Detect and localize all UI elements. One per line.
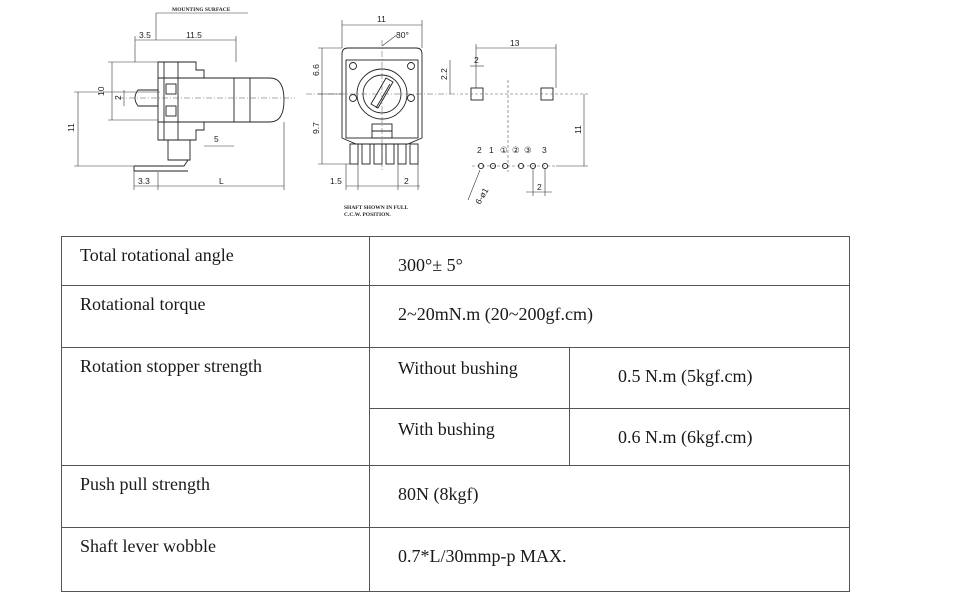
table-row: Shaft lever wobble 0.7*L/30mmp-p MAX. xyxy=(61,527,850,592)
row-value-total-rotational-angle: 300°± 5° xyxy=(369,236,850,286)
sub-value-without-bushing: 0.5 N.m (5kgf.cm) xyxy=(569,347,850,409)
row-value-shaft-lever-wobble: 0.7*L/30mmp-p MAX. xyxy=(369,527,850,592)
mounting-surface-label: MOUNTING SURFACE xyxy=(172,7,231,13)
pcb-layout: 13 2 2.2 11 2 1 ① ② ③ 3 6-ø1 xyxy=(439,38,590,206)
table-row: Rotation stopper strength Without bushin… xyxy=(61,347,850,466)
dim-2-front: 2 xyxy=(404,176,409,186)
dim-3-3: 3.3 xyxy=(138,176,150,186)
shaft-note-line2: C.C.W. POSITION. xyxy=(344,212,391,218)
front-pins xyxy=(349,143,419,165)
row-value-rotational-torque: 2~20mN.m (20~200gf.cm) xyxy=(369,285,850,348)
dim-2-2: 2.2 xyxy=(439,68,449,80)
pin-label-1: 1 xyxy=(489,145,494,155)
pin-label-c3: ③ xyxy=(524,145,532,155)
sub-label-without-bushing: Without bushing xyxy=(369,347,570,409)
dim-13: 13 xyxy=(510,38,520,48)
dim-2-pcb-top: 2 xyxy=(474,55,479,65)
row-label-rotational-torque: Rotational torque xyxy=(61,285,370,348)
row-label-shaft-lever-wobble: Shaft lever wobble xyxy=(61,527,370,592)
row-label-rotation-stopper-strength: Rotation stopper strength xyxy=(61,347,370,466)
table-row: Total rotational angle 300°± 5° xyxy=(61,236,850,286)
dim-angle-30: 30° xyxy=(396,30,409,40)
dim-11-pcb: 11 xyxy=(573,125,583,134)
dim-5: 5 xyxy=(214,134,219,144)
sub-value-with-bushing: 0.6 N.m (6kgf.cm) xyxy=(569,408,850,466)
pin-label-3: 3 xyxy=(542,145,547,155)
pin-label-c2: ② xyxy=(512,145,520,155)
spec-table: Total rotational angle 300°± 5° Rotation… xyxy=(61,236,850,592)
table-row: Push pull strength 80N (8kgf) xyxy=(61,465,850,528)
sub-label-with-bushing: With bushing xyxy=(369,408,570,466)
dim-3-5: 3.5 xyxy=(139,30,151,40)
dim-2: 2 xyxy=(113,95,123,100)
dim-10: 10 xyxy=(96,86,106,96)
dim-2-pcb-bottom: 2 xyxy=(537,182,542,192)
side-view: MOUNTING SURFACE 3.5 11.5 10 2 xyxy=(66,7,295,190)
shaft-note-line1: SHAFT SHOWN IN FULL xyxy=(344,205,409,211)
dim-width-11: 11 xyxy=(377,14,386,24)
front-view: 11 30° 6.6 xyxy=(306,14,460,218)
dim-1-5: 1.5 xyxy=(330,176,342,186)
pin-label-c1: ① xyxy=(500,145,508,155)
dim-6-6: 6.6 xyxy=(311,64,321,76)
row-label-total-rotational-angle: Total rotational angle xyxy=(61,236,370,286)
technical-drawings: MOUNTING SURFACE 3.5 11.5 10 2 xyxy=(0,0,970,232)
row-value-push-pull-strength: 80N (8kgf) xyxy=(369,465,850,528)
dim-9-7: 9.7 xyxy=(311,122,321,134)
table-row: Rotational torque 2~20mN.m (20~200gf.cm) xyxy=(61,285,850,348)
dim-hole-6-phi1: 6-ø1 xyxy=(473,186,491,206)
pin-label-2: 2 xyxy=(477,145,482,155)
drawing-canvas: MOUNTING SURFACE 3.5 11.5 10 2 xyxy=(66,7,590,218)
row-label-push-pull-strength: Push pull strength xyxy=(61,465,370,528)
dim-L: L xyxy=(219,176,224,186)
dim-11: 11 xyxy=(66,123,76,132)
dim-11-5: 11.5 xyxy=(186,30,202,40)
